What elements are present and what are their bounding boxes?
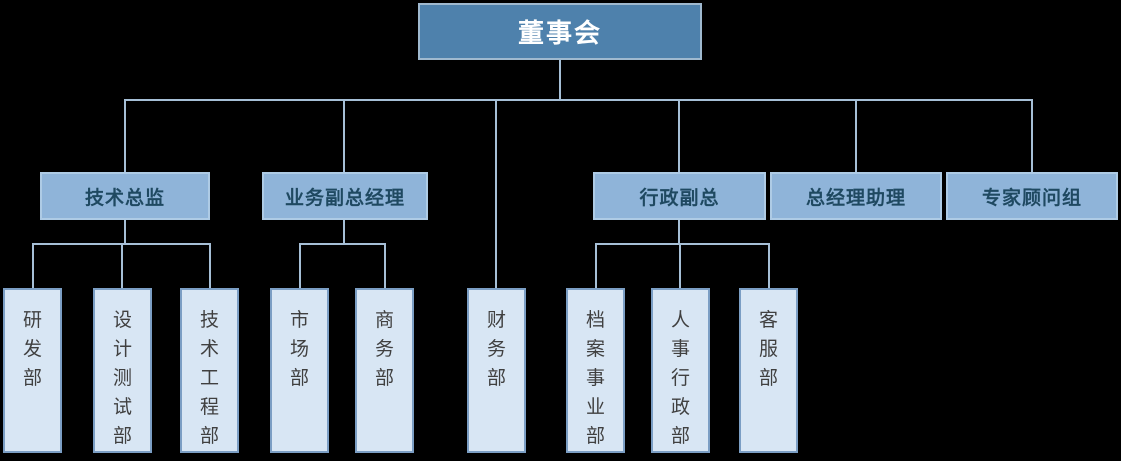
org-node-board-label: 董事会 [517,18,602,48]
org-node-business-deputy-gm[interactable]: 业务副总经理 [262,172,428,220]
connector-bus-to-expert-group [1031,100,1033,172]
org-node-design-test-dept-label: 设计测试部 [112,310,132,447]
org-node-hr-admin-dept[interactable]: 人事行政部 [651,288,710,453]
org-node-commerce-dept[interactable]: 商务部 [355,288,414,453]
connector-business-stub [343,220,345,244]
org-node-board[interactable]: 董事会 [418,3,702,60]
org-node-customer-service-dept-label: 客服部 [758,310,778,389]
connector-business-subbus [299,243,386,245]
connector-bus-to-gm-assistant [855,100,857,172]
org-node-customer-service-dept[interactable]: 客服部 [739,288,798,453]
connector-to-rd-dept [32,245,34,288]
connector-bus-to-finance-dept [495,100,497,288]
org-node-finance-dept[interactable]: 财务部 [467,288,526,453]
connector-bus-to-admin-deputy [678,100,680,172]
connector-root-to-bus [559,60,561,100]
org-node-marketing-dept[interactable]: 市场部 [270,288,329,453]
connector-bus-to-tech-director [124,100,126,172]
org-node-archive-business-dept-label: 档案事业部 [585,310,605,447]
connector-to-commerce-dept [384,245,386,288]
connector-tech-stub [124,220,126,244]
connector-to-marketing-dept [299,245,301,288]
connector-tech-subbus [32,243,211,245]
connector-to-archive-dept [595,245,597,288]
org-node-archive-business-dept[interactable]: 档案事业部 [566,288,625,453]
org-node-rd-dept-label: 研发部 [22,310,42,389]
connector-to-customer-service-dept [768,245,770,288]
connector-to-tech-eng-dept [209,245,211,288]
org-node-admin-deputy-gm[interactable]: 行政副总 [593,172,766,220]
org-node-tech-director[interactable]: 技术总监 [40,172,210,220]
org-node-commerce-dept-label: 商务部 [374,310,394,389]
org-node-gm-assistant[interactable]: 总经理助理 [770,172,942,220]
connector-to-design-test-dept [121,245,123,288]
connector-bus-to-business-deputy [343,100,345,172]
org-node-expert-advisory-group[interactable]: 专家顾问组 [946,172,1118,220]
org-node-business-deputy-gm-label: 业务副总经理 [284,187,405,209]
connector-main-bus [124,99,1033,101]
org-node-marketing-dept-label: 市场部 [289,310,309,389]
org-node-admin-deputy-gm-label: 行政副总 [639,187,720,209]
org-node-tech-director-label: 技术总监 [84,187,165,209]
org-node-design-test-dept[interactable]: 设计测试部 [93,288,152,453]
org-node-rd-dept[interactable]: 研发部 [3,288,62,453]
org-node-tech-eng-dept[interactable]: 技术工程部 [180,288,239,453]
org-node-tech-eng-dept-label: 技术工程部 [199,310,219,447]
org-node-gm-assistant-label: 总经理助理 [805,187,906,209]
connector-to-hr-admin-dept [679,245,681,288]
connector-admin-stub [678,220,680,244]
org-node-expert-advisory-group-label: 专家顾问组 [981,187,1082,209]
org-node-hr-admin-dept-label: 人事行政部 [670,310,690,447]
connector-admin-subbus [595,243,770,245]
org-node-finance-dept-label: 财务部 [486,310,506,389]
